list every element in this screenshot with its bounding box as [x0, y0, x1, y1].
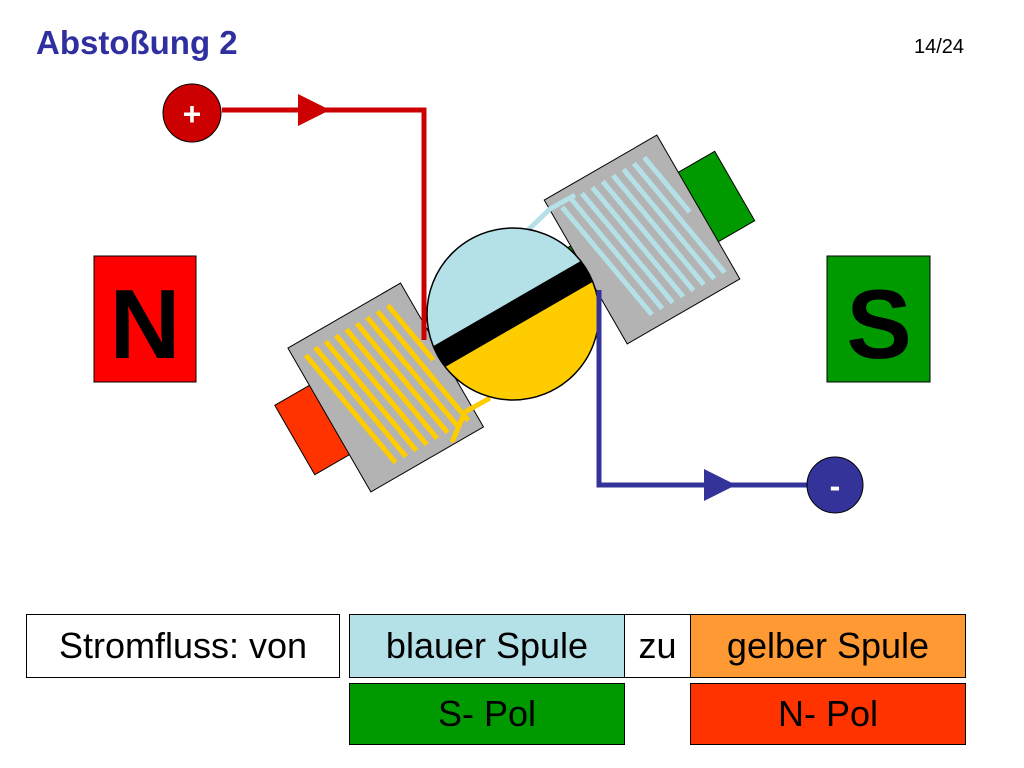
- magnet-south: S: [826, 255, 931, 383]
- commutator: [426, 227, 600, 401]
- blue-coil: [543, 134, 741, 345]
- positive-wire: +: [162, 83, 427, 340]
- negative-terminal-label: -: [830, 468, 841, 504]
- motor-diagram: N S: [93, 83, 931, 514]
- magnet-north: N: [93, 255, 197, 383]
- magnet-s-label: S: [846, 269, 911, 379]
- yellow-coil-lead: [449, 395, 492, 443]
- positive-terminal-icon: [162, 83, 222, 143]
- legend-stromfluss-von: Stromfluss: von: [26, 614, 340, 678]
- yellow-coil: [287, 282, 485, 493]
- legend-s-pol: S- Pol: [349, 683, 625, 745]
- magnet-n-label: N: [110, 269, 181, 379]
- negative-arrow-icon: [704, 469, 736, 501]
- negative-terminal-icon: [806, 456, 864, 514]
- page-title: Abstoßung 2: [36, 24, 238, 61]
- blue-coil-lead: [525, 192, 577, 233]
- legend-n-pol: N- Pol: [690, 683, 966, 745]
- legend-blue-coil: blauer Spule: [349, 614, 625, 678]
- positive-arrow-icon: [298, 94, 330, 126]
- negative-wire: -: [596, 290, 864, 514]
- page-number: 14/24: [914, 36, 965, 58]
- legend-yellow-coil: gelber Spule: [690, 614, 966, 678]
- legend-zu: zu: [624, 614, 691, 678]
- positive-terminal-label: +: [183, 96, 202, 132]
